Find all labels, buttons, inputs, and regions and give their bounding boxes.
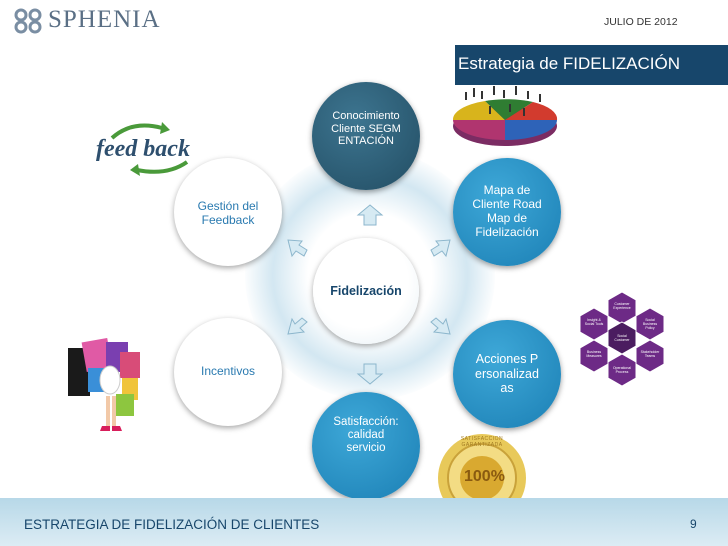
- title-bar: [455, 45, 728, 85]
- seal-ring-text: SATISFACCION GARANTIZADA: [460, 436, 504, 448]
- satisfaction-seal-image: 100% SATISFACCION GARANTIZADA: [430, 428, 532, 514]
- page-number: 9: [690, 517, 697, 531]
- center-label: Fidelización: [330, 283, 402, 298]
- arrow-icon: [430, 317, 451, 335]
- cycle-item-segmentation: Conocimiento Cliente SEGMENTACIÓN: [312, 82, 420, 190]
- arrow-icon: [287, 317, 308, 335]
- arrow-icon: [430, 239, 451, 258]
- seal-text: 100%: [464, 468, 505, 485]
- hex-label: Social Business Policy: [642, 318, 658, 330]
- hex-label: Customer Experience: [613, 302, 631, 310]
- arrow-icon: [356, 204, 384, 226]
- hexagon-diagram-image: Customer Experience Social Business Poli…: [564, 290, 680, 386]
- cycle-item-label: Mapa de Cliente Road Map de Fidelización: [472, 183, 542, 239]
- footer-text: ESTRATEGIA DE FIDELIZACIÓN DE CLIENTES: [24, 517, 320, 532]
- hex-label: Social Customer: [614, 334, 630, 342]
- feedback-logo: feed back: [92, 118, 212, 178]
- segmentation-pie-image: [452, 86, 558, 146]
- cycle-item-feedback: Gestión del Feedback: [174, 158, 282, 266]
- cycle-item-satisfaction: Satisfacción: calidad servicio: [312, 392, 420, 500]
- hex-label: Insight & Social Tools: [584, 318, 604, 326]
- slide-date: JULIO DE 2012: [604, 16, 678, 28]
- footer-bar: [0, 498, 728, 546]
- cycle-item-label: Conocimiento Cliente SEGMENTACIÓN: [331, 110, 401, 148]
- feedback-arrows-icon: [110, 122, 189, 176]
- center-circle: Fidelización: [313, 238, 419, 344]
- shopping-woman-image: [68, 338, 140, 431]
- hex-label: Stakeholder Teams: [640, 350, 660, 358]
- cycle-item-label: Acciones Personalizadas: [475, 352, 539, 396]
- hex-label: Business Measures: [586, 350, 602, 358]
- cycle-item-incentives: Incentivos: [174, 318, 282, 426]
- cycle-item-roadmap: Mapa de Cliente Road Map de Fidelización: [453, 158, 561, 266]
- cycle-item-label: Incentivos: [200, 364, 256, 379]
- arrow-icon: [356, 363, 384, 385]
- feedback-logo-text: feed back: [96, 136, 190, 162]
- arrow-icon: [287, 239, 308, 258]
- sphenia-logo-icon: [14, 8, 42, 34]
- cycle-item-label: Gestión del Feedback: [197, 199, 259, 227]
- slide-title: Estrategia de FIDELIZACIÓN: [458, 54, 681, 73]
- cycle-item-actions: Acciones Personalizadas: [453, 320, 561, 428]
- hex-label: Operational Process: [612, 366, 632, 374]
- cycle-item-label: Satisfacción: calidad servicio: [333, 416, 399, 455]
- logo-text: SPHENIA: [48, 6, 161, 33]
